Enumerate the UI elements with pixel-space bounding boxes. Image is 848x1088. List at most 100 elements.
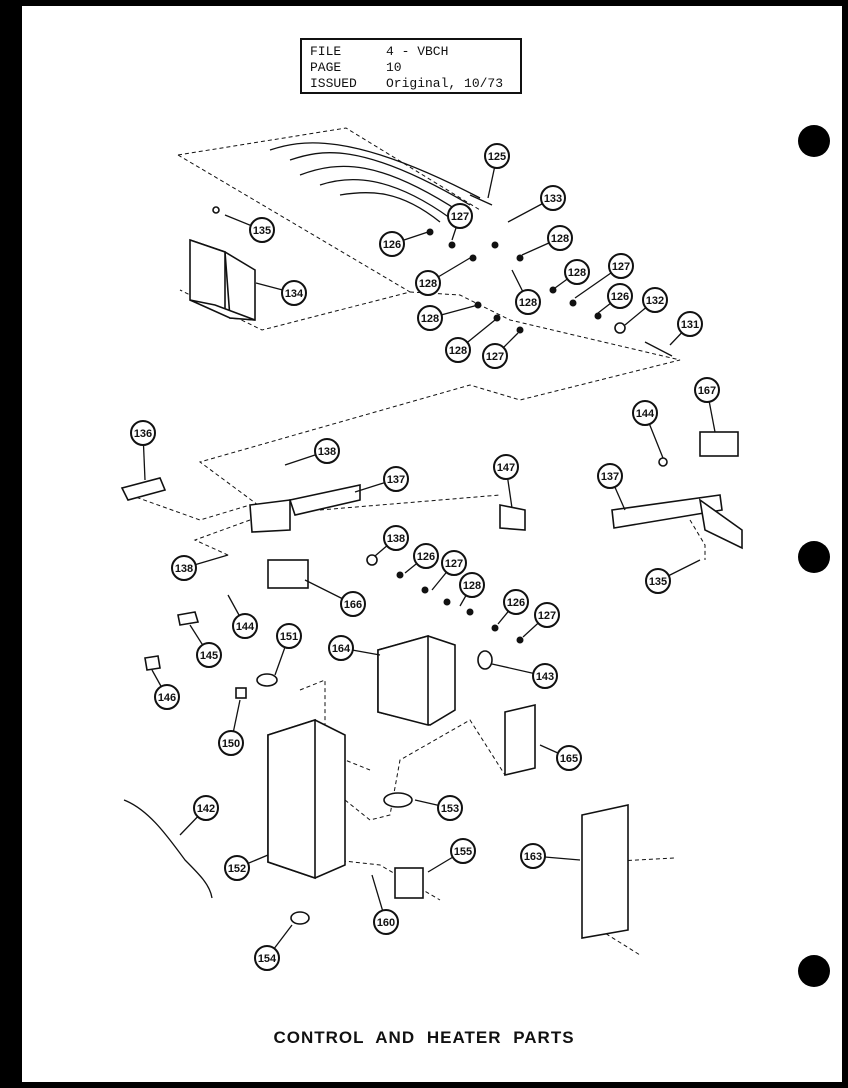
callout-167: 167	[694, 377, 720, 433]
callout-label: 127	[451, 211, 469, 223]
callout-label: 127	[612, 261, 630, 273]
callout-label: 138	[387, 533, 405, 545]
callout-160: 160	[371, 874, 399, 935]
callout-137: 137	[597, 463, 626, 511]
callout-128: 128	[511, 269, 541, 315]
callout-label: 146	[158, 692, 176, 704]
callout-128: 128	[415, 257, 471, 296]
callout-circle	[632, 400, 658, 426]
callout-144: 144	[632, 400, 664, 459]
callout-127: 127	[447, 203, 473, 241]
callout-label: 138	[175, 563, 193, 575]
callout-label: 150	[222, 738, 240, 750]
callout-circle	[534, 602, 560, 628]
callout-127: 127	[574, 253, 634, 299]
callout-label: 151	[280, 631, 298, 643]
callout-circle	[677, 311, 703, 337]
callout-label: 128	[568, 267, 586, 279]
callout-circle	[415, 270, 441, 296]
callout-circle	[218, 730, 244, 756]
callout-circle	[450, 838, 476, 864]
callout-163: 163	[520, 843, 581, 869]
callout-127: 127	[522, 602, 560, 638]
callout-circle	[445, 337, 471, 363]
callout-133: 133	[507, 185, 566, 223]
callout-circle	[328, 635, 354, 661]
paper	[22, 6, 842, 1082]
callout-label: 133	[544, 193, 562, 205]
callout-label: 135	[649, 576, 667, 588]
callout-circle	[532, 663, 558, 689]
callout-128: 128	[417, 304, 479, 331]
callout-circle	[383, 466, 409, 492]
issued-label: ISSUED	[310, 76, 357, 91]
callout-circle	[482, 343, 508, 369]
callout-circle	[254, 945, 280, 971]
callout-134: 134	[255, 280, 307, 306]
callout-126: 126	[379, 231, 429, 257]
issued-value: Original, 10/73	[386, 76, 504, 91]
callout-label: 163	[524, 851, 542, 863]
assembly-outline	[334, 859, 441, 901]
callout-label: 153	[441, 803, 459, 815]
callout-circle	[437, 795, 463, 821]
callout-131: 131	[669, 311, 703, 346]
callout-132: 132	[624, 287, 668, 326]
callout-142: 142	[179, 795, 219, 836]
callout-circle	[224, 855, 250, 881]
callout-127: 127	[482, 332, 519, 369]
callout-128: 128	[459, 572, 485, 607]
binder-hole	[798, 125, 830, 157]
callout-circle	[607, 283, 633, 309]
callout-152: 152	[224, 854, 269, 881]
assembly-outline	[177, 154, 412, 331]
callout-label: 126	[383, 239, 401, 251]
callout-circle	[547, 225, 573, 251]
callout-circle	[493, 454, 519, 480]
callout-label: 138	[318, 446, 336, 458]
callout-label: 144	[236, 621, 255, 633]
lower-housings	[123, 634, 629, 939]
callout-147: 147	[493, 454, 519, 509]
callout-circle	[314, 438, 340, 464]
callout-circle	[417, 305, 443, 331]
control-bracket-assembly	[120, 431, 743, 699]
assembly-outline	[177, 127, 481, 211]
callout-127: 127	[431, 550, 467, 591]
callout-label: 128	[419, 278, 437, 290]
callout-label: 137	[387, 474, 405, 486]
callout-label: 128	[421, 313, 439, 325]
callout-circle	[196, 642, 222, 668]
callout-126: 126	[597, 283, 633, 314]
callout-label: 154	[258, 953, 277, 965]
callout-circle	[459, 572, 485, 598]
callout-label: 126	[417, 551, 435, 563]
callout-circle	[249, 217, 275, 243]
callout-155: 155	[427, 838, 476, 873]
callout-138: 138	[171, 554, 229, 581]
callout-circle	[154, 684, 180, 710]
page-value: 10	[386, 60, 402, 75]
callout-146: 146	[151, 669, 180, 710]
callout-164: 164	[328, 635, 381, 661]
callout-circle	[642, 287, 668, 313]
callout-166: 166	[304, 579, 366, 617]
callout-label: 127	[445, 558, 463, 570]
heater-element	[269, 142, 493, 223]
callout-144: 144	[227, 594, 258, 639]
callout-145: 145	[189, 624, 222, 668]
callout-128: 128	[554, 259, 590, 289]
callout-label: 127	[486, 351, 504, 363]
callout-circle	[373, 909, 399, 935]
callout-circle	[281, 280, 307, 306]
diagram-caption: CONTROL AND HEATER PARTS	[273, 1028, 575, 1047]
callout-138: 138	[374, 525, 409, 557]
callout-circle	[447, 203, 473, 229]
callout-circle	[413, 543, 439, 569]
callout-label: 152	[228, 863, 246, 875]
callout-label: 142	[197, 803, 215, 815]
callout-128: 128	[521, 225, 573, 256]
callout-circle	[379, 231, 405, 257]
